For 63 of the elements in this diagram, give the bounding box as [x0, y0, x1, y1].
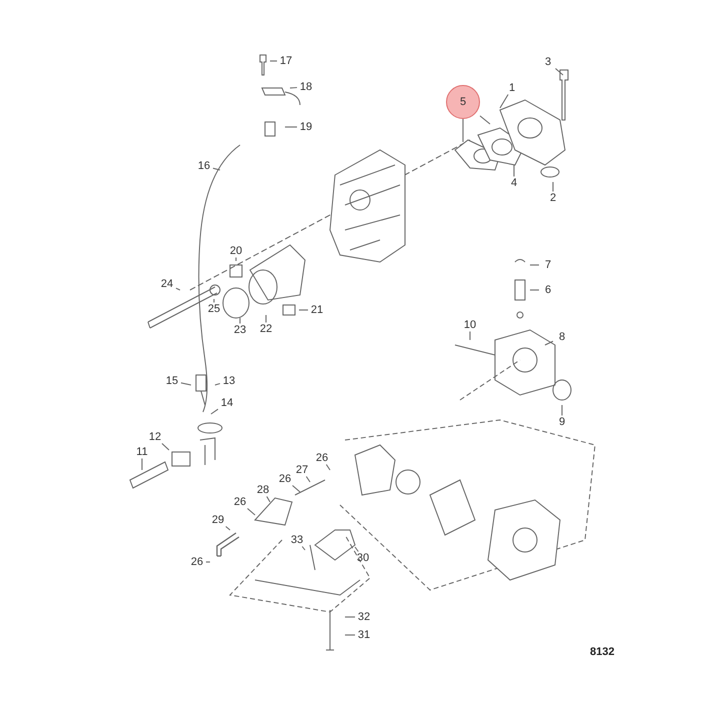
leader-line: [555, 68, 564, 76]
callout-number: 26: [313, 452, 331, 464]
callout-number: 4: [505, 176, 523, 190]
leader-line: [212, 168, 220, 170]
leader-line: [480, 115, 490, 124]
callout-number: 13: [220, 374, 238, 388]
callout-number: 26: [231, 496, 249, 508]
callout-number: 11: [133, 446, 151, 458]
callout-number: 25: [205, 302, 223, 316]
leader-line: [290, 87, 298, 88]
callout-number: 29: [209, 514, 227, 526]
callout-number: 7: [539, 258, 557, 272]
callout-number: 27: [293, 464, 311, 476]
callout-number: 21: [308, 304, 326, 316]
callout-number: 6: [539, 284, 557, 296]
callout-number: 20: [227, 244, 245, 258]
callout-number: 15: [163, 374, 181, 388]
leader-line: [266, 496, 270, 502]
callout-number: 23: [231, 324, 249, 336]
leader-line: [284, 126, 298, 128]
highlighted-callout-number: 5: [446, 85, 480, 119]
callout-number: 19: [297, 120, 315, 134]
callout-number: 3: [539, 56, 557, 68]
callout-number: 31: [355, 628, 373, 642]
callout-number: 32: [355, 610, 373, 624]
callout-number: 26: [188, 556, 206, 568]
callout-number: 9: [553, 416, 571, 428]
callout-number: 30: [354, 552, 372, 564]
leader-line: [326, 464, 330, 470]
leader-line: [530, 264, 540, 266]
leader-line: [462, 118, 464, 142]
callout-number: 12: [146, 430, 164, 444]
leader-line: [210, 408, 218, 414]
leader-line: [176, 288, 180, 290]
callout-number: 16: [195, 160, 213, 172]
leader-line: [214, 383, 220, 386]
callout-number: 2: [544, 192, 562, 204]
leader-line: [180, 382, 192, 386]
leader-line: [344, 616, 356, 618]
leader-line: [270, 60, 278, 62]
leader-line: [552, 182, 554, 192]
leader-line: [225, 526, 230, 530]
callout-number: 1: [503, 82, 521, 94]
callout-number: 22: [257, 322, 275, 336]
leader-line: [302, 546, 306, 550]
callout-number: 18: [297, 80, 315, 94]
callout-number: 10: [461, 318, 479, 332]
callout-number: 8: [553, 330, 571, 344]
leader-line: [344, 634, 356, 636]
callout-number: 26: [276, 472, 294, 486]
figure-number: 8132: [590, 646, 614, 658]
callout-number: 17: [277, 54, 295, 68]
leader-line: [500, 94, 509, 108]
leader-line: [354, 546, 359, 552]
callout-number: 33: [288, 534, 306, 546]
leader-line: [292, 485, 300, 492]
leader-line: [247, 508, 256, 516]
callout-number: 14: [218, 396, 236, 410]
leader-line: [306, 476, 310, 482]
leader-line: [544, 340, 554, 346]
callout-number: 28: [254, 484, 272, 496]
callout-number: 24: [158, 278, 176, 290]
leader-line: [162, 443, 170, 450]
